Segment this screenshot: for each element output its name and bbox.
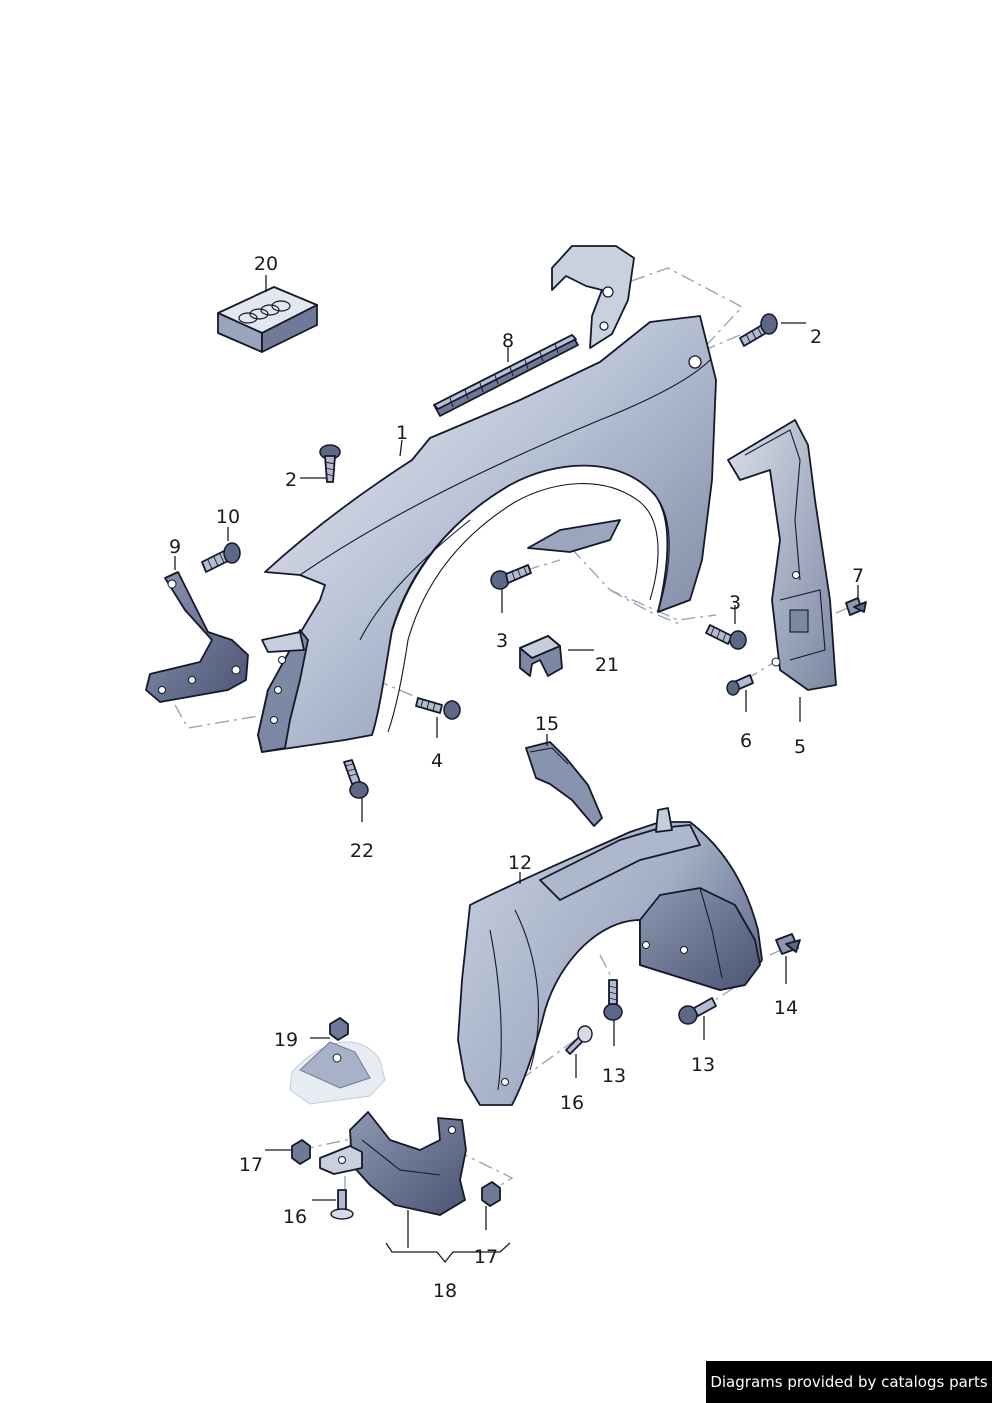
part-7-clip: [845, 597, 867, 616]
callout-3-left: 3: [496, 630, 508, 652]
part-13-screw-diagonal: [678, 997, 717, 1025]
part-16-pin-right: [565, 1025, 593, 1055]
part-8-seal-strip: [433, 334, 579, 417]
part-6-screw: [726, 674, 754, 696]
part-2-screw-top-right: [739, 313, 778, 347]
callout-16-right: 16: [560, 1092, 584, 1114]
callout-13-diagonal: 13: [691, 1054, 715, 1076]
callout-3-right: 3: [729, 592, 741, 614]
callout-1: 1: [396, 422, 408, 444]
callout-18: 18: [433, 1280, 457, 1302]
part-15-trim-piece: [525, 741, 603, 827]
callout-17-right: 17: [474, 1246, 498, 1268]
part-5-rear-panel: [727, 419, 837, 691]
part-3-screw-right: [705, 624, 747, 650]
callout-19: 19: [274, 1029, 298, 1051]
part-17-nut-left: [291, 1139, 311, 1165]
callout-21: 21: [595, 654, 619, 676]
callout-15: 15: [535, 713, 559, 735]
credit-footer: Diagrams provided by catalogs parts: [706, 1361, 992, 1403]
part-18-bracket: [319, 1111, 467, 1216]
part-12-wheel-liner: [457, 807, 763, 1106]
callout-17-left: 17: [239, 1154, 263, 1176]
callout-7: 7: [852, 565, 864, 587]
part-14-clip: [775, 933, 801, 955]
callout-10: 10: [216, 506, 240, 528]
part-19-cover-plate: [289, 1017, 386, 1105]
part-3-screw-left: [490, 564, 532, 590]
callout-8: 8: [502, 330, 514, 352]
part-1-fender: [257, 245, 717, 753]
callout-13-vertical: 13: [602, 1065, 626, 1087]
callout-2-top: 2: [810, 326, 822, 348]
callout-12: 12: [508, 852, 532, 874]
leader-lines: [174, 275, 859, 1264]
callout-14: 14: [774, 997, 798, 1019]
callout-22: 22: [350, 840, 374, 862]
part-21-block: [519, 635, 563, 677]
callout-20: 20: [254, 253, 278, 275]
callout-6: 6: [740, 730, 752, 752]
part-13-screw-vertical: [603, 979, 623, 1021]
part-17-nut-right: [481, 1181, 501, 1207]
callout-4: 4: [431, 750, 443, 772]
callout-16-left: 16: [283, 1206, 307, 1228]
callout-numbers: 20 8 2 1 2 10 9 3 3 7 21 6 5 4 22 15 12 …: [169, 253, 864, 1302]
callout-9: 9: [169, 536, 181, 558]
part-20-emblem-box: [217, 286, 318, 353]
callout-5: 5: [794, 736, 806, 758]
rings-logo-icon: [238, 300, 291, 324]
part-4-screw: [415, 697, 461, 720]
part-22-screw: [343, 759, 369, 799]
part-10-bolt: [201, 542, 241, 573]
callout-2-left: 2: [285, 469, 297, 491]
part-2-screw-left: [319, 444, 341, 483]
part-16-pin-left: [330, 1189, 354, 1220]
part-9-front-bracket: [145, 571, 249, 703]
